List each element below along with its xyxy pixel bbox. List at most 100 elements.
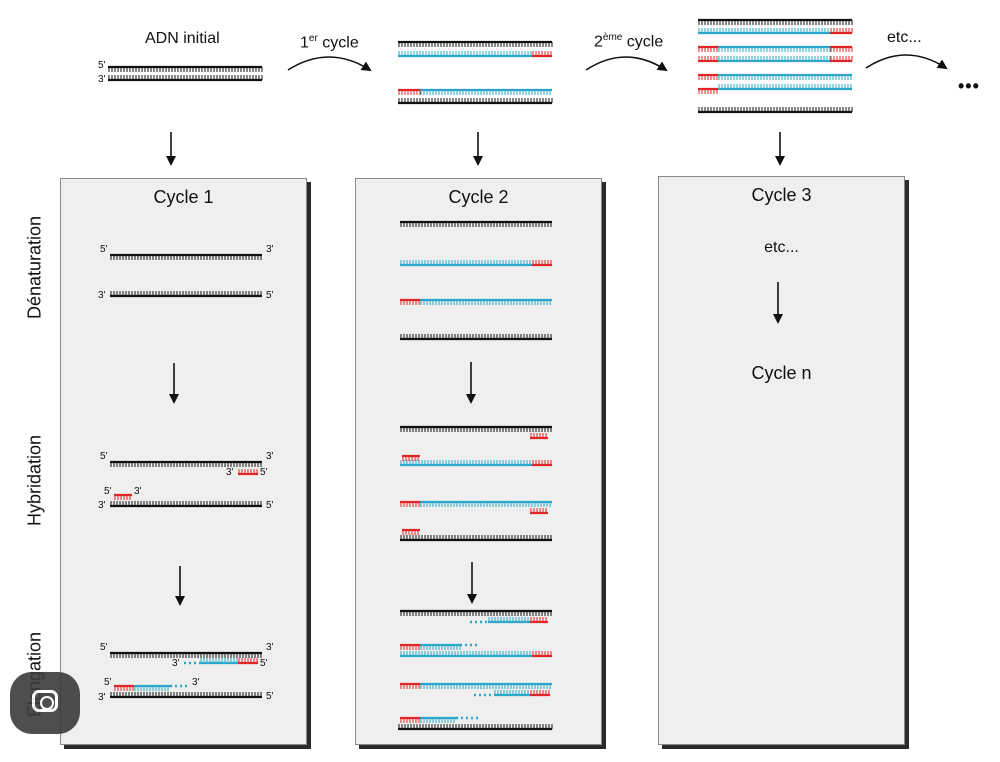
five-prime-label: 5' bbox=[260, 467, 268, 478]
five-prime-label: 5' bbox=[266, 290, 274, 301]
p1-hyb-primer bbox=[238, 469, 258, 476]
p1-elong-strand bbox=[110, 651, 262, 658]
five-prime-label: 5' bbox=[98, 60, 106, 71]
p1-hyb-strand bbox=[110, 501, 262, 508]
panel-title: Cycle 2 bbox=[448, 187, 509, 207]
five-prime-label: 5' bbox=[266, 500, 274, 511]
c1-new-strand bbox=[398, 51, 532, 58]
p2-elong-strand bbox=[400, 609, 552, 616]
c2-new-strand bbox=[718, 56, 831, 63]
p2-elong-primer bbox=[400, 643, 420, 650]
five-prime-label: 5' bbox=[266, 691, 274, 702]
three-prime-label: 3' bbox=[134, 486, 142, 497]
p2-elong-new bbox=[420, 716, 456, 723]
p2-elong-new bbox=[494, 690, 530, 697]
p1-denat-strand bbox=[110, 291, 262, 298]
three-prime-label: 3' bbox=[226, 467, 234, 478]
three-prime-label: 3' bbox=[172, 658, 180, 669]
p1-elong-primer bbox=[238, 658, 258, 665]
p2-elong-new bbox=[420, 643, 461, 650]
three-prime-label: 3' bbox=[192, 677, 200, 688]
p1-elong-primer bbox=[114, 684, 134, 691]
p2-hyb-primer bbox=[530, 508, 548, 515]
c2-new-strand bbox=[718, 45, 831, 52]
c2-new-strand bbox=[698, 28, 830, 35]
panel-cycle-2: Cycle 2 bbox=[355, 178, 602, 745]
p2-hyb-primer bbox=[402, 454, 420, 461]
initial-strand-bottom bbox=[108, 75, 263, 82]
etc-arrow-label: etc... bbox=[887, 29, 922, 46]
p2-elong-strand bbox=[398, 724, 553, 731]
p2-hyb-primer bbox=[530, 433, 548, 440]
cycle-n-label: Cycle n bbox=[751, 363, 812, 383]
three-prime-label: 3' bbox=[266, 642, 274, 653]
c1-primer bbox=[398, 88, 421, 95]
c2-strand bbox=[698, 18, 853, 25]
c2-primer bbox=[830, 28, 853, 35]
c2-primer bbox=[698, 45, 718, 52]
p2-hyb-primer bbox=[402, 528, 420, 535]
curved-arrow bbox=[865, 54, 948, 70]
curved-arrow bbox=[585, 56, 668, 72]
c2-new-strand bbox=[718, 84, 852, 91]
five-prime-label: 5' bbox=[260, 658, 268, 669]
p2-elong-primer bbox=[530, 690, 550, 697]
c2-primer bbox=[698, 56, 718, 63]
p2-elong-primer bbox=[532, 651, 552, 658]
c1-new-strand bbox=[420, 88, 552, 95]
c2-primer bbox=[698, 73, 718, 80]
p2-denat-primer bbox=[400, 298, 420, 305]
p1-hyb-primer bbox=[114, 493, 132, 500]
p2-denat-new bbox=[420, 298, 552, 305]
three-prime-label: 3' bbox=[98, 74, 106, 85]
initial-dna-label: ADN initial bbox=[145, 30, 220, 47]
p2-denat-primer bbox=[532, 260, 552, 267]
initial-strand-top bbox=[108, 65, 263, 72]
p2-elong-primer bbox=[400, 716, 420, 723]
five-prime-label: 5' bbox=[100, 244, 108, 255]
c2-primer bbox=[698, 87, 718, 94]
c2-new-strand bbox=[718, 73, 852, 80]
p2-hyb-primer bbox=[532, 460, 552, 467]
p2-hyb-strand bbox=[400, 425, 552, 432]
five-prime-label: 5' bbox=[104, 486, 112, 497]
ellipsis: ••• bbox=[958, 76, 980, 96]
five-prime-label: 5' bbox=[100, 451, 108, 462]
p2-elong-new bbox=[400, 651, 532, 658]
p2-denat-new bbox=[400, 260, 532, 267]
c2-strand bbox=[698, 107, 853, 114]
p2-elong-primer bbox=[400, 682, 420, 689]
p1-hyb-strand bbox=[110, 460, 262, 467]
p2-hyb-strand bbox=[400, 535, 552, 542]
p2-hyb-primer bbox=[400, 500, 420, 507]
p1-elong-new bbox=[200, 658, 238, 665]
p2-hyb-new bbox=[420, 500, 552, 507]
p1-denat-strand bbox=[110, 253, 262, 260]
three-prime-label: 3' bbox=[98, 290, 106, 301]
curved-arrow bbox=[287, 56, 372, 72]
cycle2-arrow-label: 2ème cycle bbox=[594, 32, 664, 51]
p2-elong-primer bbox=[530, 617, 548, 624]
p2-elong-new bbox=[488, 617, 530, 624]
five-prime-label: 5' bbox=[100, 642, 108, 653]
cycle-3-etc: etc... bbox=[764, 239, 799, 256]
panel-title: Cycle 3 bbox=[751, 185, 812, 205]
three-prime-label: 3' bbox=[266, 451, 274, 462]
p1-elong-strand bbox=[110, 692, 262, 699]
three-prime-label: 3' bbox=[98, 692, 106, 703]
cycle1-arrow-label: 1er cycle bbox=[300, 33, 359, 52]
c2-primer bbox=[830, 45, 853, 52]
p2-elong-new bbox=[420, 682, 552, 689]
c1-strand bbox=[398, 40, 553, 47]
p2-denat-strand bbox=[400, 334, 552, 341]
lens-icon[interactable] bbox=[10, 672, 80, 734]
three-prime-label: 3' bbox=[98, 500, 106, 511]
panel-title: Cycle 1 bbox=[153, 187, 214, 207]
c1-strand bbox=[398, 98, 553, 105]
three-prime-label: 3' bbox=[266, 244, 274, 255]
c1-primer bbox=[532, 51, 552, 58]
panel-cycle-3: Cycle 3 etc... Cycle n bbox=[658, 176, 905, 745]
five-prime-label: 5' bbox=[104, 677, 112, 688]
p1-elong-new bbox=[134, 684, 170, 691]
